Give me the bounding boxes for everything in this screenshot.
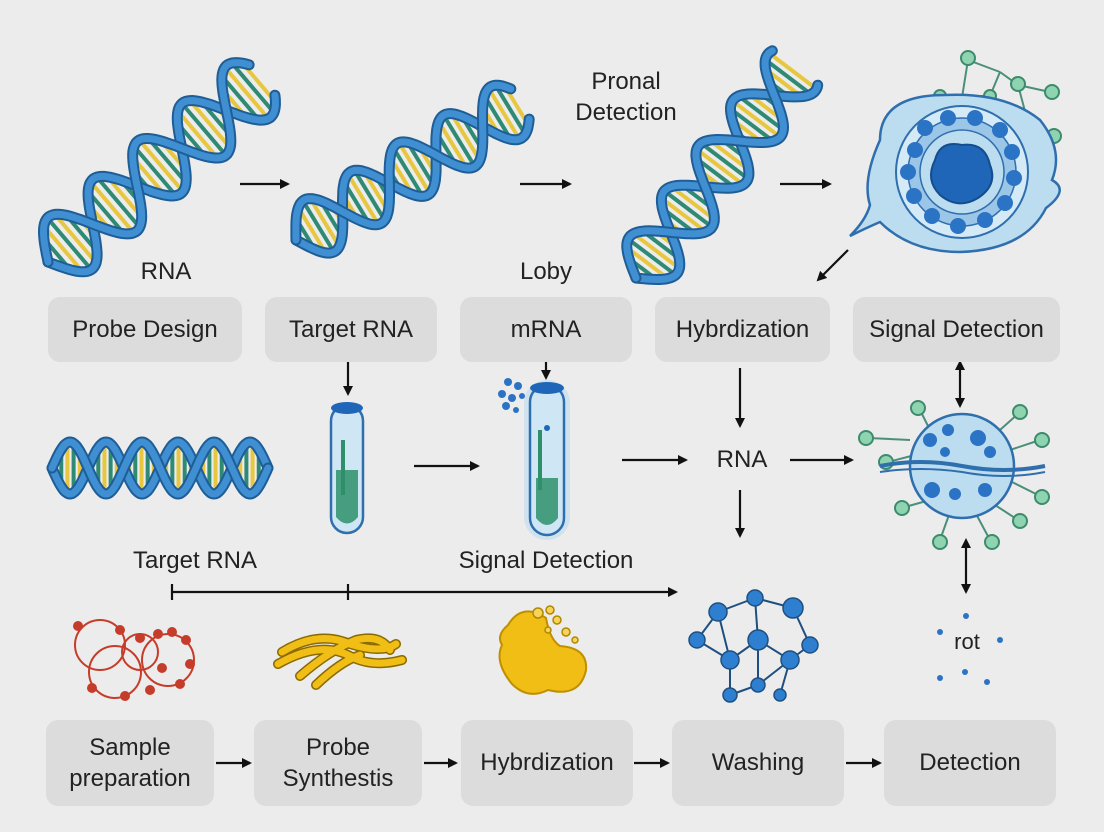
box-detection: Detection <box>884 720 1056 806</box>
test-tube-icon <box>329 402 365 535</box>
box-signal-detection: Signal Detection <box>853 297 1060 362</box>
label-signal-detection: Signal Detection <box>458 547 634 574</box>
network-icon <box>688 589 819 703</box>
label-loby: Loby <box>519 258 573 285</box>
dna-helix-icon <box>290 79 535 259</box>
label-target-rna: Target RNA <box>132 547 258 574</box>
molecule-ring-icon <box>73 619 195 701</box>
cell-icon-top <box>849 50 1062 254</box>
box-target-rna: Target RNA <box>265 297 437 362</box>
box-hybrdization-bottom: Hybrdization <box>461 720 633 806</box>
dna-helix-icon <box>46 436 274 500</box>
box-hybrdization-top: Hybrdization <box>655 297 830 362</box>
box-sample-preparation: Sample preparation <box>46 720 214 806</box>
dna-helix-icon <box>621 45 824 285</box>
test-tube-icon <box>498 378 570 540</box>
label-rot: rot <box>954 629 980 654</box>
box-mrna: mRNA <box>460 297 632 362</box>
cell-icon-middle <box>858 400 1050 550</box>
dna-helix-icon <box>37 57 281 278</box>
probe-strands-icon <box>273 633 407 690</box>
arrows <box>170 179 971 768</box>
box-washing: Washing <box>672 720 844 806</box>
protein-blob-icon <box>498 605 588 695</box>
box-probe-design: Probe Design <box>48 297 242 362</box>
box-probe-synthesis: Probe Synthestis <box>254 720 422 806</box>
label-rna-middle: RNA <box>716 446 768 473</box>
label-rna-top: RNA <box>140 258 192 285</box>
label-pronal-detection: Pronal Detection <box>575 68 677 127</box>
dots-icon <box>937 613 1003 685</box>
